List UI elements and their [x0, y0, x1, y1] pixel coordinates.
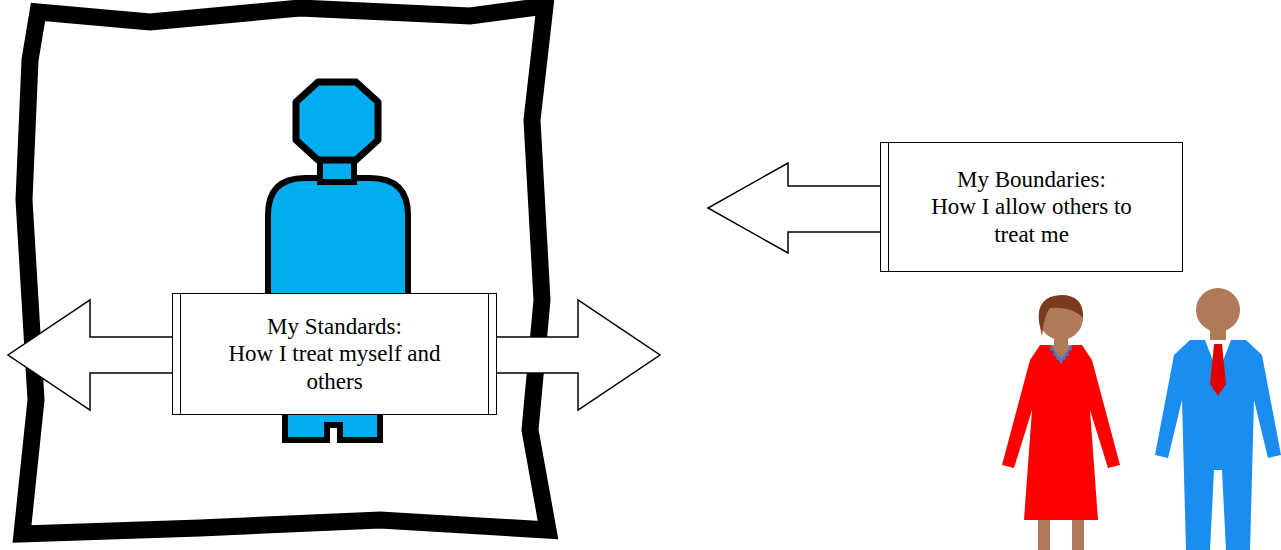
- person-head: [296, 82, 378, 160]
- woman-necklace: [1050, 347, 1072, 362]
- woman-leg: [1038, 515, 1050, 550]
- plaque-box: My Standards:How I treat myself and othe…: [172, 293, 497, 415]
- woman-hair: [1039, 295, 1083, 336]
- woman-face: [1039, 296, 1083, 340]
- outward-arrow-left: [8, 300, 175, 410]
- box-heading: My Standards:: [185, 313, 485, 341]
- inward-arrow: [708, 163, 883, 253]
- box-heading: My Boundaries:: [892, 166, 1172, 194]
- box-body: How I allow others to treat me: [919, 193, 1144, 248]
- plaque-box: My Boundaries:How I allow others to trea…: [880, 142, 1183, 272]
- picture-frame: [22, 6, 548, 534]
- woman-neckline: [1050, 345, 1072, 364]
- woman-dress: [1002, 345, 1120, 520]
- woman-leg: [1072, 515, 1084, 550]
- man-suit: [1155, 340, 1281, 550]
- outward-arrow-right: [494, 300, 660, 410]
- box-body: How I treat myself and others: [222, 340, 447, 395]
- man-tie: [1210, 344, 1226, 396]
- man-neck: [1210, 328, 1226, 342]
- man-head: [1196, 288, 1240, 332]
- person-body: [268, 178, 408, 300]
